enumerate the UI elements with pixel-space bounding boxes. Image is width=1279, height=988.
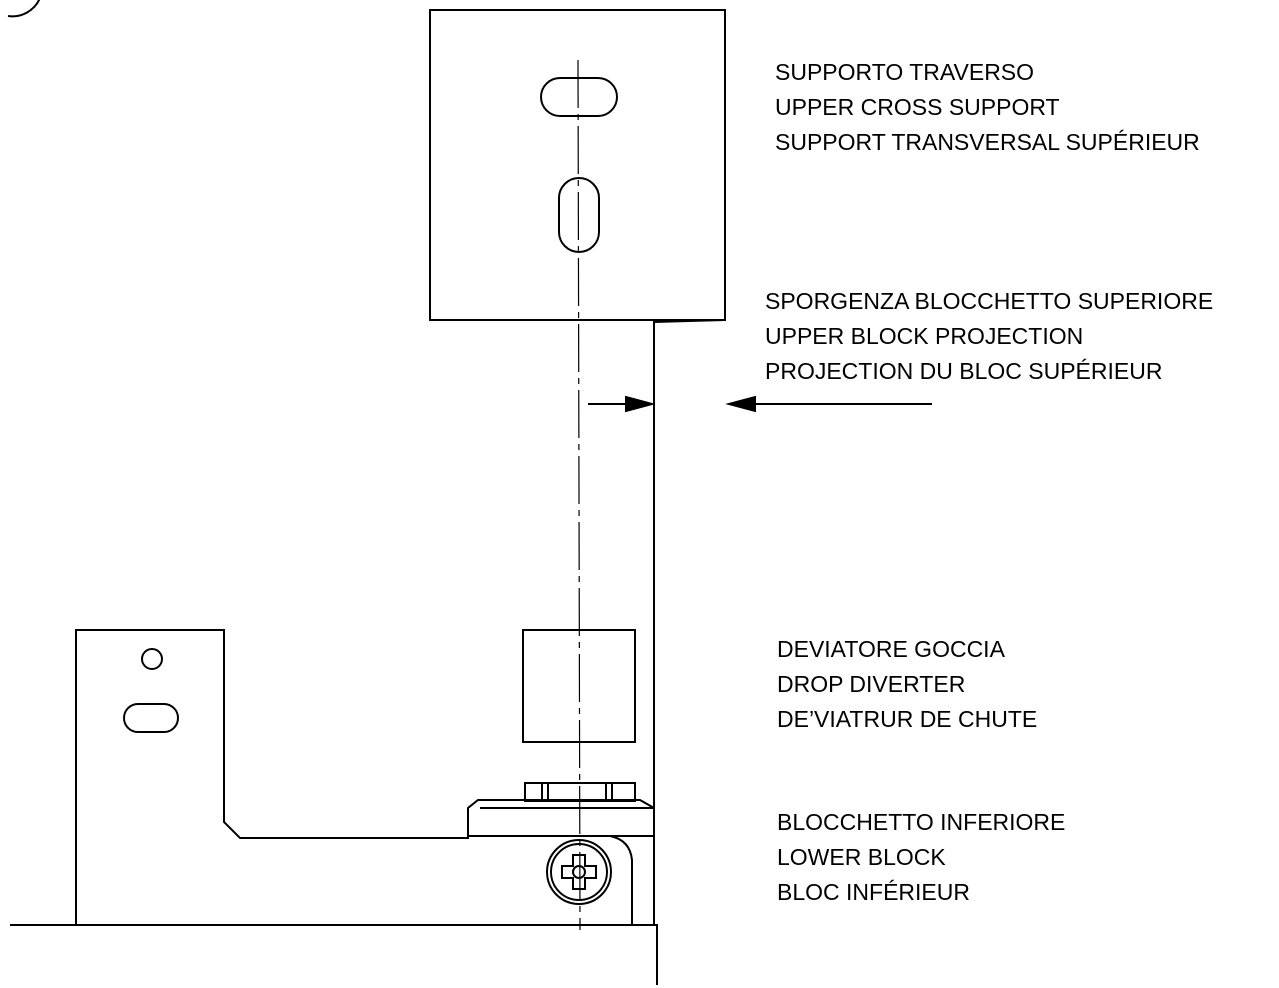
- base-plate: [10, 924, 658, 985]
- dimension-arrow-right-head: [725, 395, 756, 413]
- center-line: [577, 59, 581, 931]
- bracket-hole: [141, 648, 163, 670]
- label-it: BLOCCHETTO INFERIORE: [777, 809, 1066, 835]
- label-fr: SUPPORT TRANSVERSAL SUPÉRIEUR: [775, 129, 1200, 155]
- label-fr: DE’VIATRUR DE CHUTE: [777, 706, 1038, 732]
- upper-cross-support-label: SUPPORTO TRAVERSO UPPER CROSS SUPPORT SU…: [775, 55, 1200, 160]
- drop-diverter-label: DEVIATORE GOCCIA DROP DIVERTER DE’VIATRU…: [777, 632, 1037, 737]
- lower-block: [467, 799, 655, 837]
- label-it: SPORGENZA BLOCCHETTO SUPERIORE: [765, 288, 1214, 314]
- label-fr: PROJECTION DU BLOC SUPÉRIEUR: [765, 358, 1163, 384]
- detail-marker-circle: [7, 0, 41, 18]
- horizontal-slot: [540, 77, 618, 117]
- upper-block-projection-label: SPORGENZA BLOCCHETTO SUPERIORE UPPER BLO…: [765, 284, 1213, 389]
- screw-head-outer: [546, 839, 612, 905]
- l-bracket: [75, 629, 655, 926]
- label-en: UPPER CROSS SUPPORT: [775, 94, 1060, 120]
- label-en: DROP DIVERTER: [777, 671, 966, 697]
- label-fr: BLOC INFÉRIEUR: [777, 879, 970, 905]
- support-face-top: [653, 319, 726, 323]
- dimension-arrow-left-head: [625, 395, 656, 413]
- phillips-cross: [561, 854, 597, 890]
- label-it: SUPPORTO TRAVERSO: [775, 59, 1035, 85]
- screw-head-inner: [550, 843, 608, 901]
- vertical-slot: [558, 177, 600, 253]
- lower-block-label: BLOCCHETTO INFERIORE LOWER BLOCK BLOC IN…: [777, 805, 1065, 910]
- label-en: UPPER BLOCK PROJECTION: [765, 323, 1084, 349]
- label-en: LOWER BLOCK: [777, 844, 946, 870]
- bracket-slot: [123, 703, 179, 733]
- label-it: DEVIATORE GOCCIA: [777, 636, 1005, 662]
- upper-cross-support-plate: [429, 9, 726, 321]
